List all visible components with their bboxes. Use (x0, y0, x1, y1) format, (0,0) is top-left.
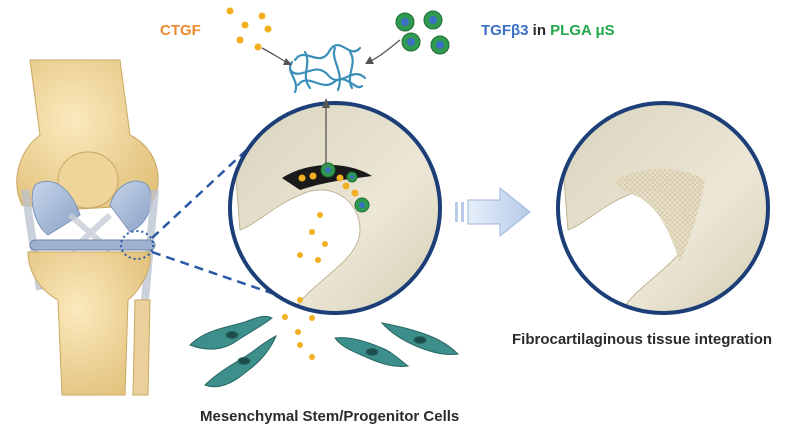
integrated-tissue-view (556, 101, 770, 315)
magnify-circle-border (228, 101, 442, 315)
ctgf-dots (282, 172, 359, 335)
mesenchymal-cell-icon (189, 315, 460, 388)
integrated-scaffold (612, 168, 705, 262)
ctgf-label: CTGF (160, 22, 201, 39)
zoom-guide-line (151, 250, 287, 300)
microsphere-icon (320, 162, 370, 213)
cells-label: Mesenchymal Stem/Progenitor Cells (200, 408, 460, 425)
knee-joint-illustration (16, 59, 159, 396)
ctgf-released-dots (297, 342, 315, 360)
magnify-circle-border (556, 101, 770, 315)
tgfb3-label: TGFβ3 (481, 22, 529, 39)
plga-label: PLGA μS (550, 22, 615, 39)
fiber-scaffold-icon (288, 43, 367, 94)
tgf-arrow (367, 39, 401, 63)
tgfb3-plga-label: TGFβ3 in PLGA μS (481, 22, 615, 39)
meniscus-defect-view (228, 101, 442, 315)
result-label: Fibrocartilaginous tissue integration (512, 331, 773, 348)
ctgf-cluster (226, 7, 272, 51)
process-arrow-icon (455, 186, 531, 238)
in-label: in (528, 22, 551, 39)
microsphere-cluster (395, 10, 450, 55)
zoom-marker (120, 230, 154, 260)
